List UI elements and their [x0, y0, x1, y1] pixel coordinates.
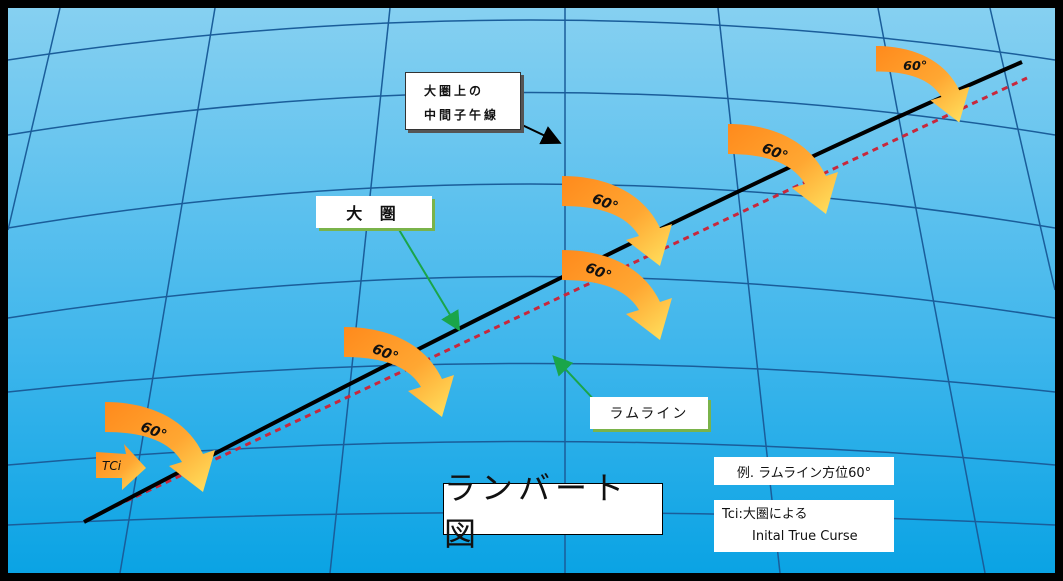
great-circle-label: 大 圏: [316, 196, 432, 228]
rhumb-line-label: ラムライン: [590, 397, 708, 429]
meridian-pointer-arrow: [519, 123, 562, 145]
tci-arrow: TCi: [96, 444, 146, 490]
meridian-label-line-1: 大圏上の: [424, 84, 485, 98]
diagram-title: ランバート図: [443, 469, 663, 553]
course-arrow-60: 60°: [562, 250, 672, 340]
rhumb-line-pointer-arrow: [552, 355, 599, 405]
meridian-label-line-2: 中間子午線: [424, 108, 500, 122]
tci-note-line-1: Tci:大圏による: [722, 507, 808, 522]
course-arrow-60: 60°: [876, 46, 970, 123]
rhumb-line: [85, 76, 1028, 522]
meridian-label: 大圏上の 中間子午線: [405, 72, 521, 130]
tci-note-line-2: Inital True Curse: [752, 529, 858, 544]
latitude-grid: [7, 19, 1056, 526]
example-label: 例. ラムライン方位60°: [714, 457, 894, 485]
svg-text:TCi: TCi: [102, 459, 122, 473]
great-circle-pointer-arrow: [397, 227, 461, 332]
tci-note: Tci:大圏による Inital True Curse: [714, 500, 894, 552]
svg-text:60°: 60°: [903, 59, 927, 74]
